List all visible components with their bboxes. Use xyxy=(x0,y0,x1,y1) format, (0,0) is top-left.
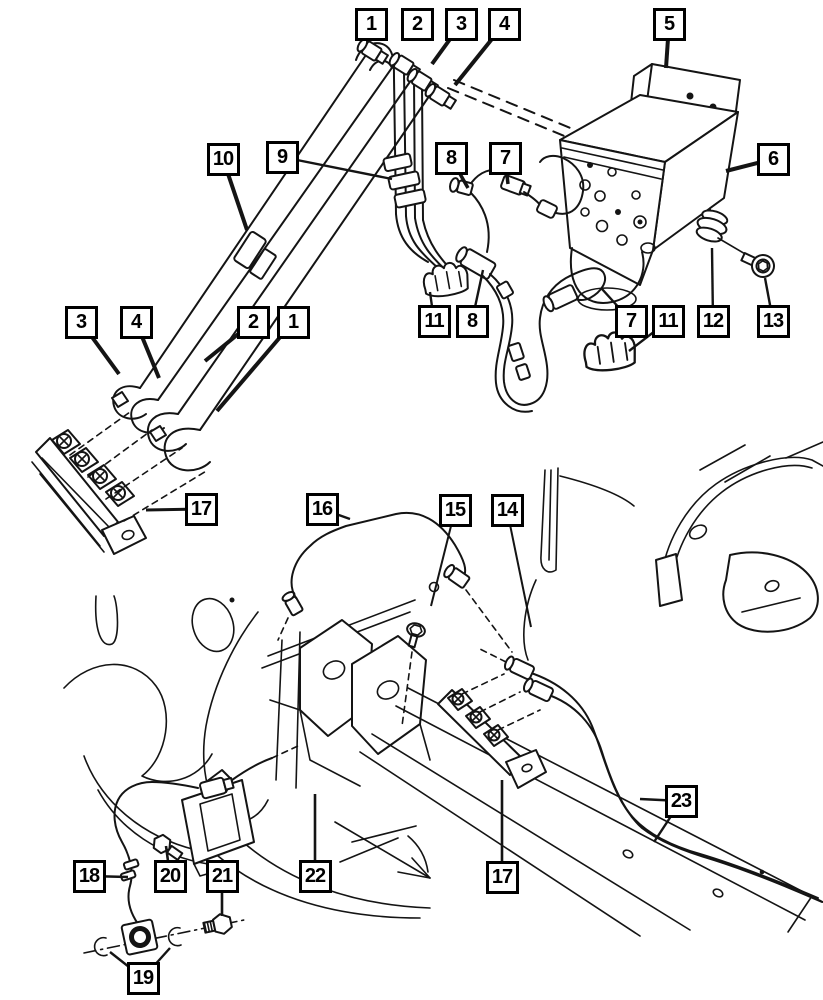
callout-label: 18 xyxy=(78,865,100,887)
callout-15: 15 xyxy=(438,493,472,527)
tube-16-assembly xyxy=(277,511,513,653)
brake-hoses-mid xyxy=(449,154,607,413)
banjo-assembly xyxy=(83,913,245,957)
callout-label: 3 xyxy=(75,311,87,333)
crossmember-brackets xyxy=(261,599,431,787)
callout-label: 2 xyxy=(247,311,259,333)
callout-label: 8 xyxy=(445,147,457,169)
callout-label: 14 xyxy=(496,499,518,521)
callout-label: 10 xyxy=(212,148,234,170)
callout-11: 11 xyxy=(651,304,685,338)
callout-label: 17 xyxy=(190,498,212,520)
callout-1: 1 xyxy=(354,7,388,41)
leader-line xyxy=(281,155,393,181)
callout-label: 22 xyxy=(304,865,326,887)
callout-label: 9 xyxy=(276,146,288,168)
callout-11: 11 xyxy=(417,304,451,338)
callout-23: 23 xyxy=(664,784,698,818)
callout-1: 1 xyxy=(276,305,310,339)
callout-label: 23 xyxy=(670,790,692,812)
callout-label: 12 xyxy=(702,310,724,332)
callout-19: 19 xyxy=(126,961,160,995)
bundle-clamp xyxy=(233,230,277,280)
tube-clip-stack xyxy=(382,152,427,209)
frame-rail xyxy=(359,441,823,937)
callout-label: 5 xyxy=(663,13,675,35)
callout-3: 3 xyxy=(64,305,98,339)
callout-12: 12 xyxy=(696,304,730,338)
callout-label: 17 xyxy=(491,866,513,888)
callout-label: 11 xyxy=(424,310,444,332)
callout-4: 4 xyxy=(119,305,153,339)
callout-17: 17 xyxy=(485,860,519,894)
callout-label: 13 xyxy=(762,310,784,332)
callout-label: 19 xyxy=(132,967,154,989)
callout-17: 17 xyxy=(184,492,218,526)
callout-label: 4 xyxy=(130,311,142,333)
callout-5: 5 xyxy=(652,7,686,41)
mounting-bolt xyxy=(740,252,775,278)
hcu-module xyxy=(559,63,741,311)
callout-label: 1 xyxy=(365,13,377,35)
callout-label: 3 xyxy=(455,13,467,35)
banjo-bolt-21 xyxy=(202,913,233,935)
callout-10: 10 xyxy=(206,142,240,176)
callout-7: 7 xyxy=(614,304,648,338)
callout-14: 14 xyxy=(490,493,524,527)
callout-label: 21 xyxy=(211,865,233,887)
callout-label: 20 xyxy=(159,865,181,887)
callout-label: 6 xyxy=(767,148,779,170)
callout-20: 20 xyxy=(153,859,187,893)
mounting-grommet xyxy=(695,209,729,243)
front-tube-bundle xyxy=(111,42,461,472)
callout-4: 4 xyxy=(487,7,521,41)
callout-3: 3 xyxy=(444,7,478,41)
callout-9: 9 xyxy=(265,140,299,174)
junction-dashed-leads xyxy=(69,411,209,522)
callout-22: 22 xyxy=(298,859,332,893)
callout-18: 18 xyxy=(72,859,106,893)
callout-21: 21 xyxy=(205,859,239,893)
callout-2: 2 xyxy=(236,305,270,339)
fender-bracket-shapes xyxy=(63,595,431,919)
tube-clip-left xyxy=(422,261,469,298)
callout-16: 16 xyxy=(305,492,339,526)
callout-label: 15 xyxy=(444,499,466,521)
hcu-ports xyxy=(579,162,656,254)
rear-tube-run xyxy=(477,647,823,903)
hose-bracket-22 xyxy=(152,745,299,877)
front-brake-hose-18 xyxy=(113,781,199,929)
callout-label: 11 xyxy=(658,310,678,332)
callout-8: 8 xyxy=(434,141,468,175)
callout-6: 6 xyxy=(756,142,790,176)
tube-junction-block-rear xyxy=(437,673,547,789)
callout-label: 7 xyxy=(499,147,511,169)
callout-label: 8 xyxy=(466,310,478,332)
callout-8: 8 xyxy=(455,304,489,338)
tube-junction-block-front xyxy=(31,429,147,555)
callout-7: 7 xyxy=(488,141,522,175)
tube-end-fittings-top xyxy=(356,38,457,110)
callout-label: 2 xyxy=(411,13,423,35)
callout-2: 2 xyxy=(400,7,434,41)
callout-label: 4 xyxy=(498,13,510,35)
callout-label: 1 xyxy=(287,311,299,333)
callout-label: 16 xyxy=(311,498,333,520)
leader-line xyxy=(506,509,532,628)
callout-label: 7 xyxy=(625,310,637,332)
callout-13: 13 xyxy=(756,304,790,338)
